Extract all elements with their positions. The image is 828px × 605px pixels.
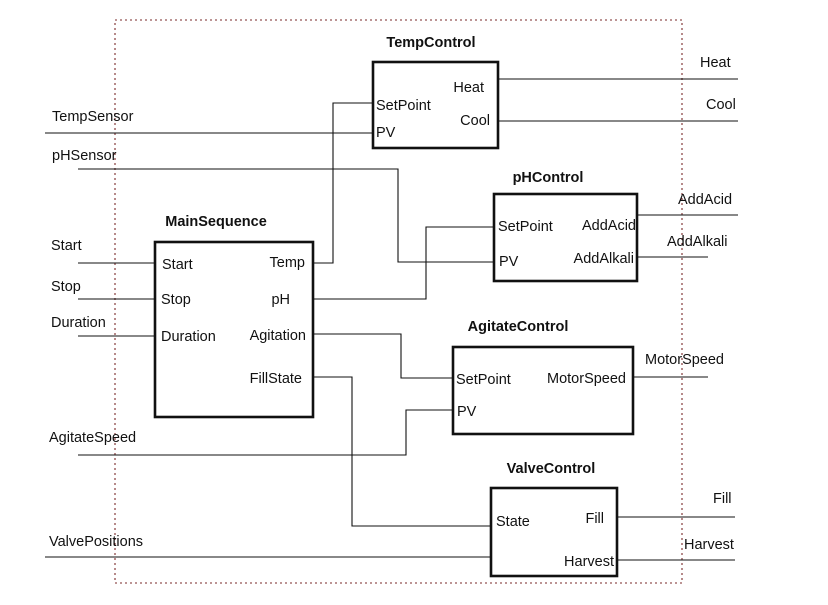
block-phcontrol: pHControl SetPoint PV AddAcid AddAlkali	[492, 170, 639, 283]
external-input-tempsensor: TempSensor	[52, 109, 134, 125]
agitatecontrol-output-motorspeed: MotorSpeed	[547, 371, 626, 387]
block-tempcontrol: TempControl SetPoint PV Heat Cool	[371, 35, 500, 150]
phcontrol-box	[492, 192, 639, 283]
phcontrol-title: pHControl	[513, 170, 584, 186]
wire-phsensor-to-pv	[78, 168, 494, 263]
external-output-fill: Fill	[713, 491, 732, 507]
valvecontrol-output-fill: Fill	[585, 511, 604, 527]
wire-temp-to-setpoint	[313, 102, 373, 264]
mainsequence-box	[153, 240, 315, 419]
external-input-stop: Stop	[51, 279, 81, 295]
tempcontrol-box	[371, 60, 500, 150]
agitatecontrol-input-setpoint: SetPoint	[456, 372, 511, 388]
phcontrol-input-pv: PV	[499, 254, 519, 270]
block-mainsequence: MainSequence Start Stop Duration Temp pH…	[153, 214, 315, 419]
external-output-addalkali: AddAlkali	[667, 234, 727, 250]
tempcontrol-output-heat: Heat	[453, 80, 484, 96]
tempcontrol-title: TempControl	[386, 35, 475, 51]
tempcontrol-input-setpoint: SetPoint	[376, 98, 431, 114]
mainsequence-output-agitation: Agitation	[250, 328, 306, 344]
external-outputs: Heat Cool AddAcid AddAlkali MotorSpeed F…	[645, 55, 736, 553]
valvecontrol-title: ValveControl	[507, 461, 596, 477]
mainsequence-input-stop: Stop	[161, 292, 191, 308]
mainsequence-input-duration: Duration	[161, 329, 216, 345]
valvecontrol-input-state: State	[496, 514, 530, 530]
mainsequence-output-fillstate: FillState	[250, 371, 302, 387]
wire-agitatespeed-to-pv	[78, 409, 453, 456]
phcontrol-output-addalkali: AddAlkali	[574, 251, 634, 267]
block-valvecontrol: ValveControl State Fill Harvest	[489, 461, 619, 578]
wire-fillstate-to-state	[313, 376, 491, 527]
external-input-start: Start	[51, 238, 82, 254]
external-input-phsensor: pHSensor	[52, 148, 117, 164]
external-inputs: TempSensor pHSensor Start Stop Duration …	[49, 109, 143, 550]
external-input-valvepositions: ValvePositions	[49, 534, 143, 550]
external-output-harvest: Harvest	[684, 537, 734, 553]
mainsequence-input-start: Start	[162, 257, 193, 273]
block-agitatecontrol: AgitateControl SetPoint PV MotorSpeed	[451, 319, 635, 436]
tempcontrol-output-cool: Cool	[460, 113, 490, 129]
external-output-heat: Heat	[700, 55, 731, 71]
valvecontrol-output-harvest: Harvest	[564, 554, 614, 570]
external-input-duration: Duration	[51, 315, 106, 331]
external-output-addacid: AddAcid	[678, 192, 732, 208]
mainsequence-title: MainSequence	[165, 214, 267, 230]
valvecontrol-box	[489, 486, 619, 578]
tempcontrol-input-pv: PV	[376, 125, 396, 141]
wire-ph-to-setpoint	[313, 226, 494, 300]
agitatecontrol-title: AgitateControl	[468, 319, 569, 335]
agitatecontrol-input-pv: PV	[457, 404, 477, 420]
phcontrol-output-addacid: AddAcid	[582, 218, 636, 234]
wires	[45, 78, 738, 561]
external-output-cool: Cool	[706, 97, 736, 113]
external-output-motorspeed: MotorSpeed	[645, 352, 724, 368]
mainsequence-output-temp: Temp	[270, 255, 305, 271]
wire-agitation-to-setpoint	[313, 333, 453, 379]
mainsequence-output-ph: pH	[271, 292, 290, 308]
phcontrol-input-setpoint: SetPoint	[498, 219, 553, 235]
external-input-agitatespeed: AgitateSpeed	[49, 430, 136, 446]
agitatecontrol-box	[451, 345, 635, 436]
